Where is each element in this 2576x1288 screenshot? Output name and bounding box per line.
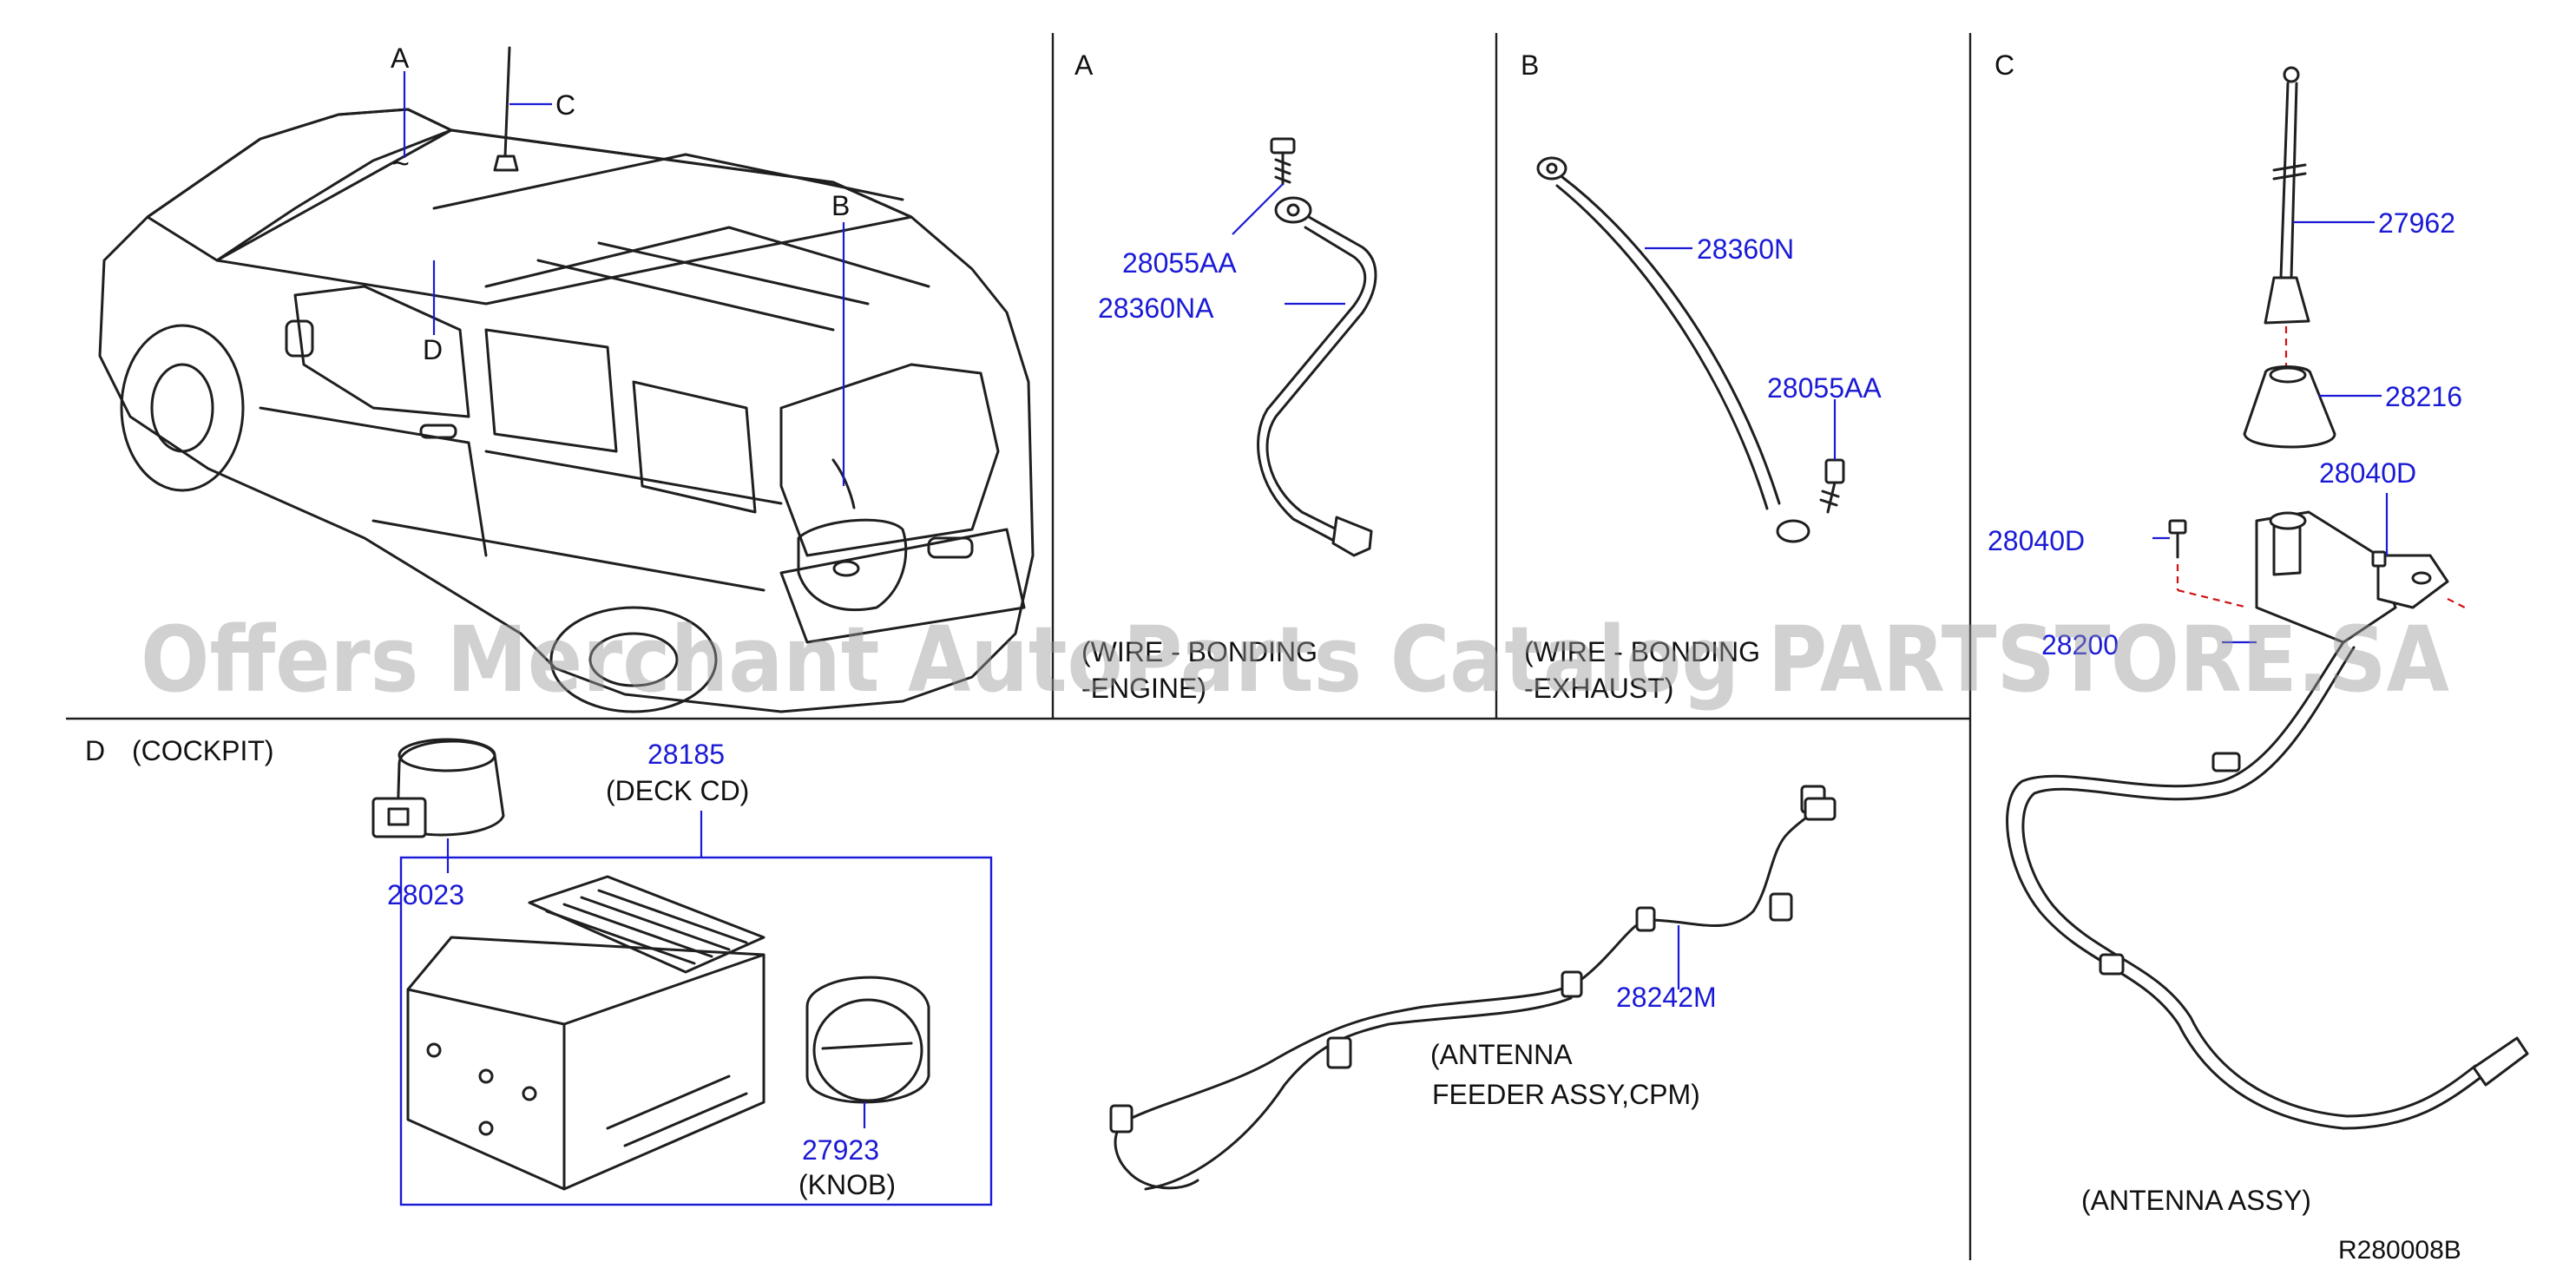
deck-bracket-frame (399, 856, 993, 1206)
caption-knob: (KNOB) (798, 1169, 896, 1200)
caption-wire-bonding-exhaust-line1: (WIRE - BONDING (1524, 636, 1760, 667)
part-28200[interactable]: 28200 (2041, 629, 2119, 660)
part-28023-illustration (371, 738, 505, 838)
part-27923[interactable]: 27923 (802, 1134, 879, 1166)
part-28040D-right[interactable]: 28040D (2319, 457, 2416, 489)
section-dividers (66, 33, 1972, 1260)
part-28216[interactable]: 28216 (2385, 381, 2462, 412)
caption-wire-bonding-engine-line2: -ENGINE) (1081, 673, 1206, 704)
caption-wire-bonding-engine-line1: (WIRE - BONDING (1081, 636, 1318, 667)
vehicle-callout-d: D (423, 334, 443, 365)
bonding-wire-engine-illustration (1257, 137, 1377, 557)
section-a-label: A (1074, 49, 1094, 81)
caption-antenna-feeder-line2: FEEDER ASSY,CPM) (1432, 1079, 1700, 1110)
antenna-assy-illustration (2006, 66, 2529, 1130)
vehicle-callout-a: A (391, 43, 410, 74)
part-28040D-left[interactable]: 28040D (1988, 525, 2085, 556)
watermark-text: Offers Merchant AutoParts Catalog PARTST… (141, 607, 2449, 713)
part-28242M[interactable]: 28242M (1616, 982, 1717, 1013)
caption-deck-cd: (DECK CD) (606, 775, 749, 806)
diagram-code: R280008B (2338, 1236, 2461, 1265)
section-b-label: B (1521, 49, 1539, 81)
vehicle-callout-leaders (403, 71, 845, 486)
part-28360NA[interactable]: 28360NA (1098, 292, 1214, 324)
vehicle-callout-b: B (831, 190, 850, 221)
part-28185[interactable]: 28185 (647, 739, 725, 770)
caption-antenna-assy: (ANTENNA ASSY) (2081, 1185, 2311, 1216)
caption-antenna-feeder-line1: (ANTENNA (1430, 1039, 1573, 1070)
part-28023[interactable]: 28023 (387, 879, 464, 910)
section-c-label: C (1994, 49, 2014, 81)
part-27962[interactable]: 27962 (2378, 207, 2455, 239)
deck-cd-illustration (406, 875, 930, 1191)
part-28055AA-a[interactable]: 28055AA (1122, 247, 1237, 279)
bonding-wire-exhaust-illustration (1536, 156, 1845, 543)
caption-wire-bonding-exhaust-line2: -EXHAUST) (1524, 673, 1673, 704)
part-28360N[interactable]: 28360N (1697, 233, 1794, 265)
vehicle-callout-c: C (555, 89, 575, 121)
section-d-title: (COCKPIT) (132, 735, 274, 766)
antenna-feeder-illustration (1109, 785, 1837, 1191)
vehicle-callout-tilde: ~ (392, 148, 410, 181)
part-28055AA-b[interactable]: 28055AA (1767, 372, 1882, 404)
section-d-label: D (85, 735, 105, 766)
vehicle-overview-illustration (98, 46, 1035, 713)
